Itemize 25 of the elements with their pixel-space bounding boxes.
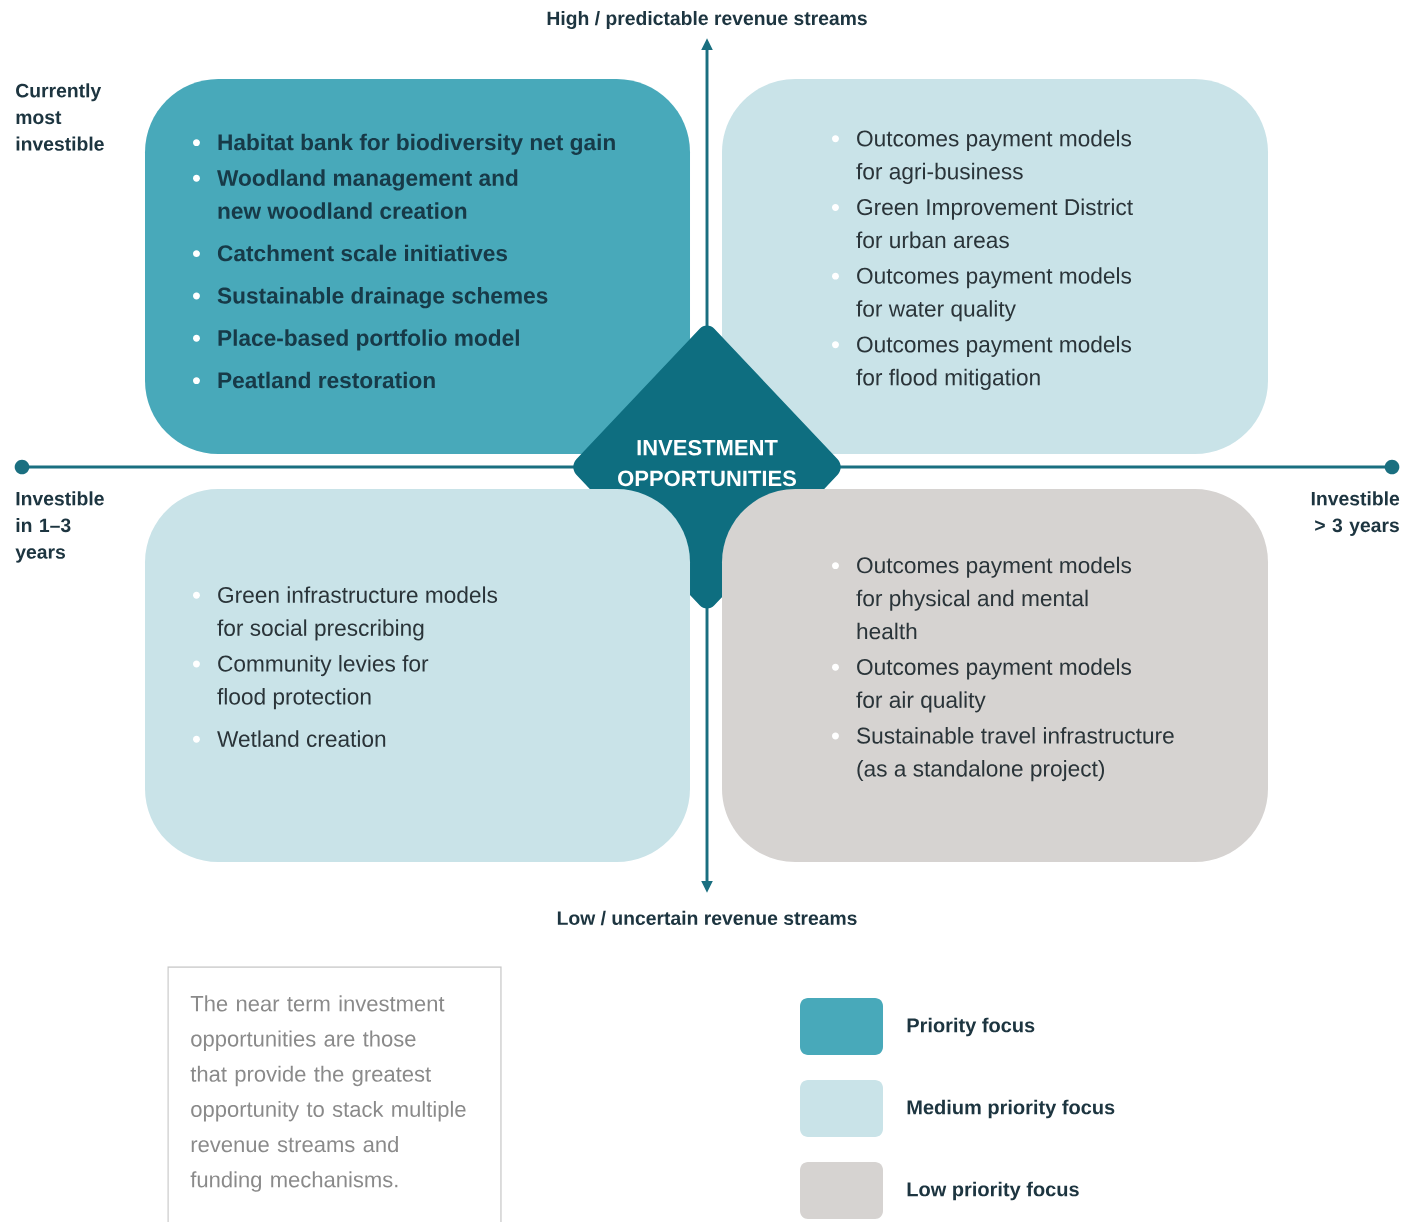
bullet-item: Sustainable travel infrastructure (as a standalone project)	[832, 727, 1174, 782]
bullet-item: Outcomes payment models for air quality	[832, 658, 1132, 713]
legend-label: Priority focus	[907, 1017, 1035, 1037]
bullet-item: Catchment scale initiatives	[193, 244, 508, 262]
bullet-item: Outcomes payment models for water quality	[832, 267, 1132, 322]
quadrant-box	[722, 489, 1268, 862]
bullet-item: Outcomes payment models for agri-business	[832, 129, 1132, 184]
legend-label: Medium priority focus	[907, 1099, 1115, 1119]
bullet-item: Habitat bank for biodiversity net gain	[193, 133, 615, 155]
axis-label: Low / uncertain revenue streams	[557, 910, 857, 926]
bullet-item: Sustainable drainage schemes	[193, 287, 548, 309]
axis-label: Investible > 3 years	[1311, 491, 1400, 536]
bullet-item: Peatland restoration	[193, 371, 435, 389]
axis-label: High / predictable revenue streams	[547, 10, 867, 30]
bullet-item: Woodland management and new woodland creation	[193, 169, 518, 219]
bullet-item: Place-based portfolio model	[193, 329, 519, 351]
bullet-item: Green infrastructure models for social prescribing	[193, 586, 498, 641]
axis-label: Currently most investible	[16, 83, 104, 151]
bullet-item: Green Improvement District for urban areas	[832, 198, 1133, 249]
quadrant-box	[145, 489, 690, 862]
bullet-item: Wetland creation	[193, 730, 386, 747]
legend-label: Low priority focus	[907, 1181, 1079, 1201]
bullet-item: Community levies for flood protection	[193, 655, 429, 710]
note-box: The near term investment opportunities are those that provide the greatest opportunity to stack multiple revenue streams and funding mechanisms.	[167, 966, 502, 1222]
axis-label: Investible in 1–3 years	[15, 491, 104, 563]
